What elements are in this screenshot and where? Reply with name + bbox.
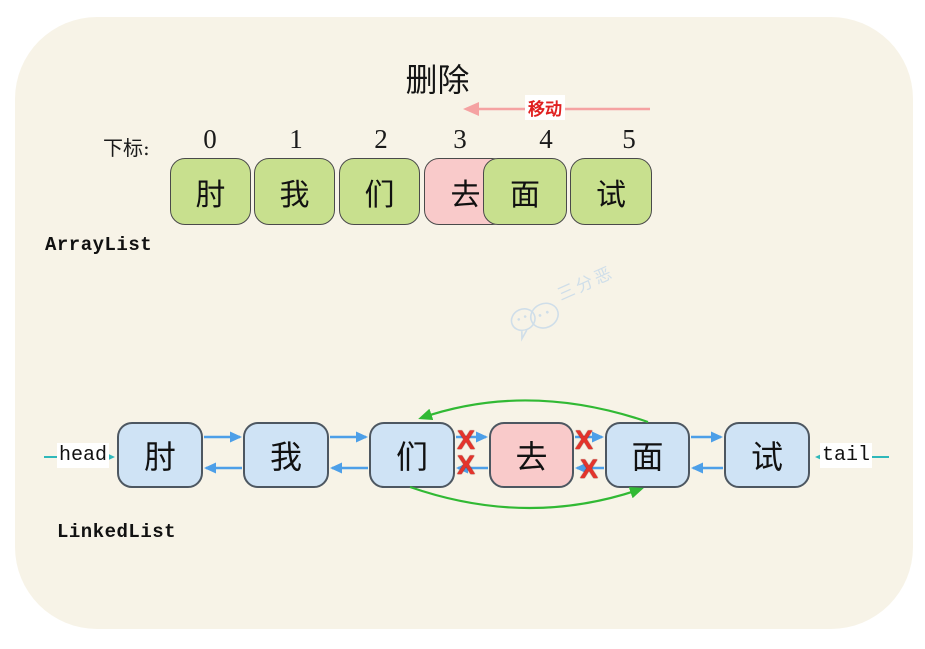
linkedlist-node: 肘 (117, 422, 203, 488)
index-value: 4 (539, 124, 553, 154)
linkedlist-node-deleted: 去 (489, 422, 574, 488)
broken-link-x-icon: X (575, 425, 594, 455)
index-value: 2 (374, 124, 388, 154)
arraylist-cell: 们 (339, 158, 420, 225)
arraylist-cell-shifted: 面 (483, 158, 567, 225)
rounded-panel-background (15, 17, 913, 629)
broken-link-x-icon: X (580, 454, 599, 484)
index-value: 5 (622, 124, 636, 154)
linkedlist-node: 我 (243, 422, 329, 488)
head-pointer-label: head (57, 443, 110, 468)
arraylist-cell: 我 (254, 158, 335, 225)
arraylist-label: ArrayList (45, 234, 153, 256)
arraylist-cell: 试 (570, 158, 652, 225)
page-title: 删除 (405, 61, 470, 99)
linkedlist-node: 面 (605, 422, 690, 488)
broken-link-x-icon: X (457, 450, 476, 480)
tail-pointer-label: tail (820, 443, 873, 468)
linkedlist-label: LinkedList (57, 521, 177, 543)
arraylist-cell: 肘 (170, 158, 251, 225)
index-caption: 下标: (103, 136, 150, 160)
index-value: 0 (203, 124, 217, 154)
linkedlist-node: 试 (724, 422, 810, 488)
index-value: 1 (289, 124, 303, 154)
linkedlist-node: 们 (369, 422, 455, 488)
shift-annotation-label: 移动 (525, 95, 565, 120)
index-value: 3 (453, 124, 467, 154)
broken-link-x-icon: X (457, 425, 476, 455)
